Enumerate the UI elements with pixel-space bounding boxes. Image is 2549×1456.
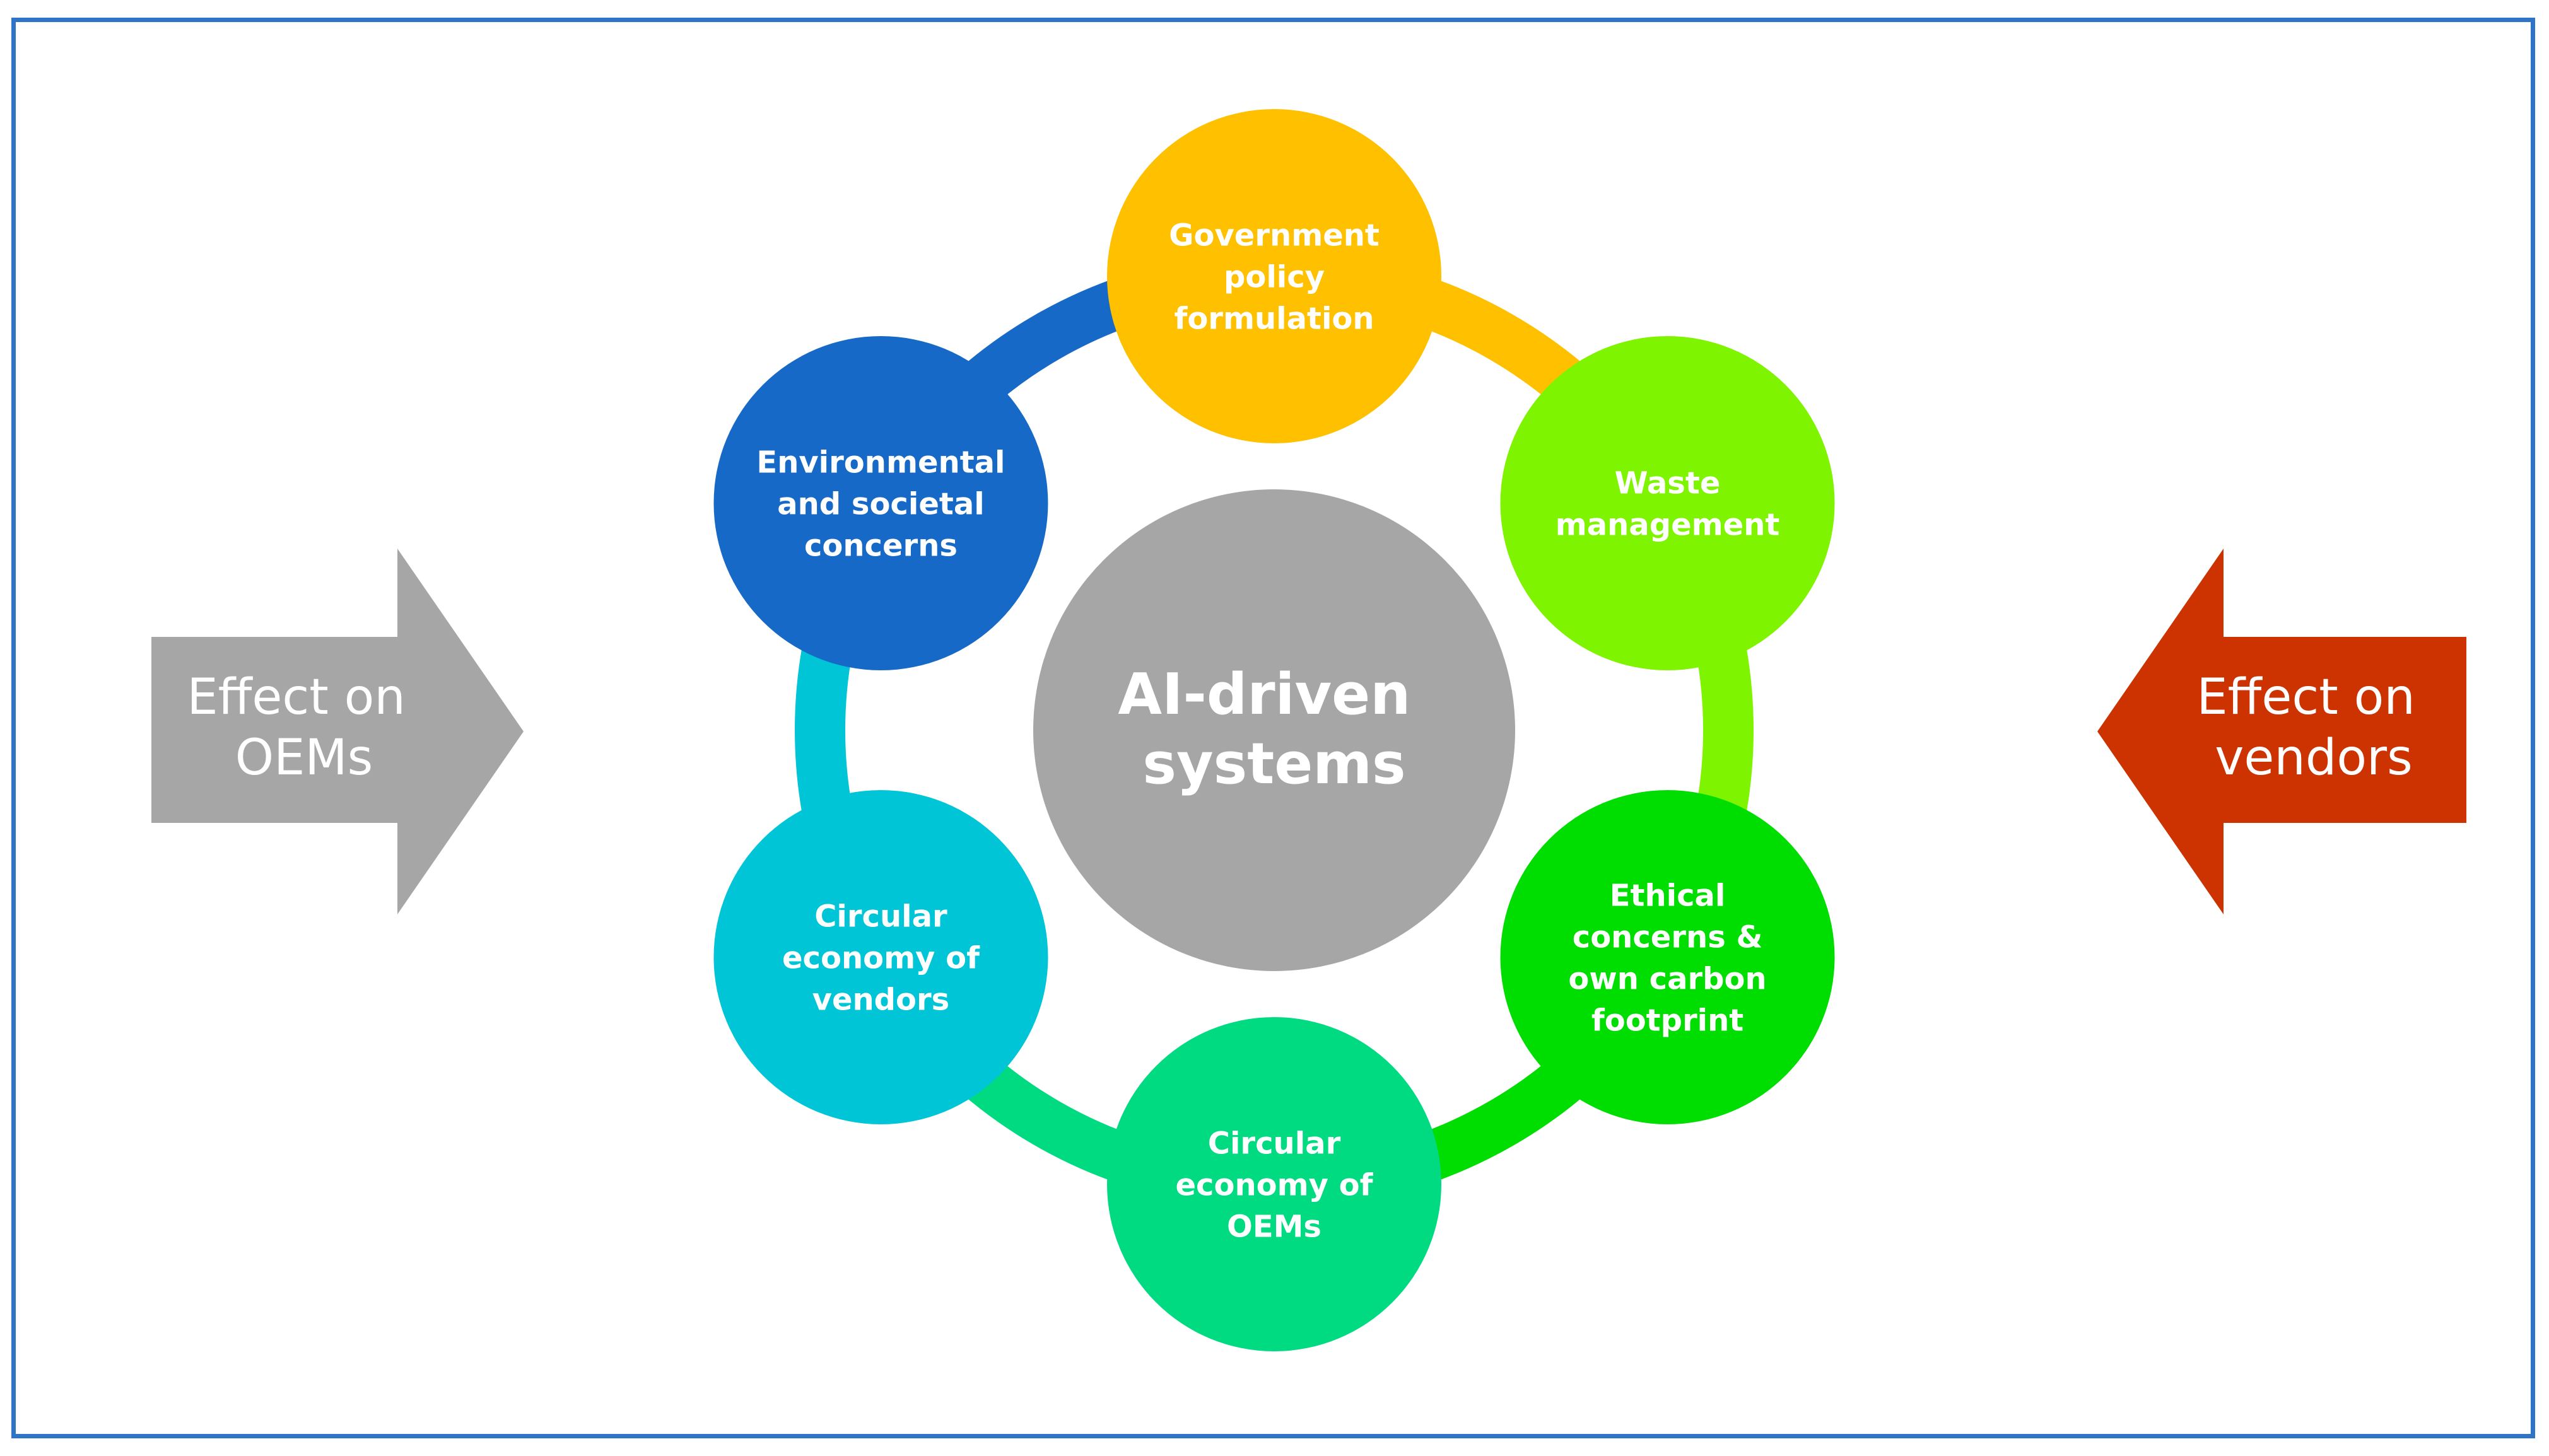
node-circle <box>1107 109 1441 443</box>
node-label-line: economy of <box>1175 1167 1373 1203</box>
right-arrow-label-line-2: vendors <box>2215 730 2413 786</box>
node-label-line: policy <box>1224 259 1325 294</box>
node-label-line: Circular <box>1208 1126 1341 1161</box>
node-circle <box>1500 790 1835 1124</box>
node-label-line: vendors <box>812 982 950 1017</box>
left-arrow: Effect on OEMs <box>151 549 524 914</box>
center-label-line-2: systems <box>1142 731 1405 797</box>
right-pointing-arrow-icon <box>151 549 524 914</box>
node-label-line: Waste <box>1615 465 1721 501</box>
center-label-line-1: AI-driven <box>1118 661 1410 728</box>
node-label: Circular economy of vendors <box>782 899 980 1017</box>
right-arrow-label-line-1: Effect on <box>2196 669 2415 726</box>
node-circular-economy-oems: Circular economy of OEMs <box>1107 1017 1441 1351</box>
left-pointing-arrow-icon <box>2097 549 2466 914</box>
node-label-line: formulation <box>1174 301 1374 336</box>
node-circle <box>1500 336 1835 670</box>
node-circle <box>1107 1017 1441 1351</box>
node-label-line: Ethical <box>1610 878 1726 913</box>
node-label-line: Government <box>1169 218 1380 253</box>
left-arrow-label-line-1: Effect on <box>187 669 405 726</box>
node-circle <box>713 336 1048 670</box>
right-arrow-label: Effect on vendors <box>2196 669 2430 786</box>
node-label-line: footprint <box>1591 1003 1743 1038</box>
node-label: Circular economy of OEMs <box>1175 1126 1373 1244</box>
node-label-line: concerns <box>804 528 958 563</box>
node-government-policy: Government policy formulation <box>1107 109 1441 443</box>
left-arrow-label-line-2: OEMs <box>235 730 373 786</box>
right-arrow: Effect on vendors <box>2097 549 2466 914</box>
node-circle <box>713 790 1048 1124</box>
node-ethical-concerns: Ethical concerns & own carbon footprint <box>1500 790 1835 1124</box>
node-label-line: concerns & <box>1573 919 1763 955</box>
node-label: Environmental and societal concerns <box>756 445 1005 563</box>
node-label-line: Circular <box>814 899 947 934</box>
node-label: Waste management <box>1556 465 1780 542</box>
node-label: Ethical concerns & own carbon footprint <box>1568 878 1766 1038</box>
center-label: AI-driven systems <box>1118 661 1430 797</box>
node-label-line: own carbon <box>1568 961 1766 996</box>
left-arrow-label: Effect on OEMs <box>187 669 421 786</box>
node-circular-economy-vendors: Circular economy of vendors <box>713 790 1048 1124</box>
node-label: Government policy formulation <box>1169 218 1380 336</box>
center-circle <box>1033 489 1515 971</box>
node-label-line: Environmental <box>756 445 1005 480</box>
node-environmental-societal: Environmental and societal concerns <box>713 336 1048 670</box>
node-label-line: economy of <box>782 940 980 976</box>
node-label-line: and societal <box>777 486 984 521</box>
node-waste-management: Waste management <box>1500 336 1835 670</box>
center-node: AI-driven systems <box>1033 489 1515 971</box>
node-label-line: OEMs <box>1227 1209 1321 1244</box>
node-label-line: management <box>1556 507 1780 542</box>
